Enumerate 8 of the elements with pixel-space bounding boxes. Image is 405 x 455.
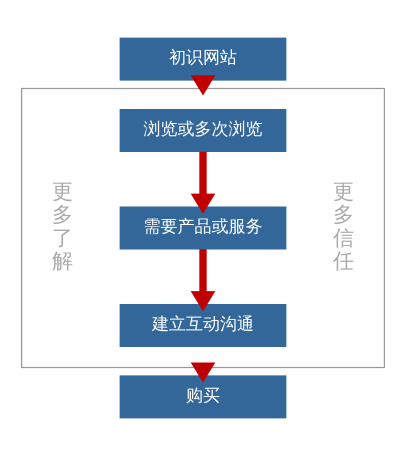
node-box: 购买: [119, 374, 286, 418]
arrow: [190, 248, 215, 311]
node-box: 建立互动沟通: [119, 304, 286, 347]
arrow: [190, 362, 215, 382]
node-box: 浏览或多次浏览: [119, 108, 286, 152]
node-box: 需要产品或服务: [119, 206, 286, 249]
arrow: [190, 151, 215, 214]
arrow: [190, 74, 215, 96]
